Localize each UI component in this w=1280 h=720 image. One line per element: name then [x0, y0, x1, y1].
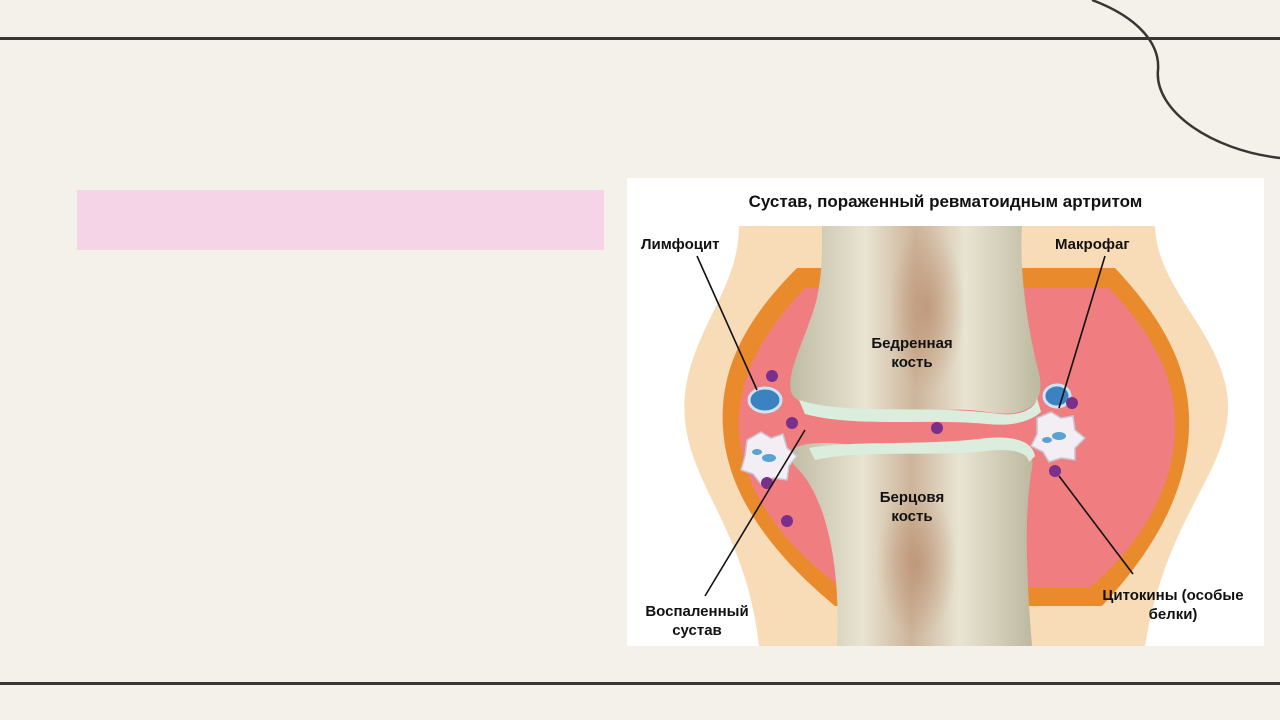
femur-cartilage — [799, 398, 1041, 425]
tibia-marrow — [877, 488, 957, 638]
lymphocyte-cell — [747, 386, 783, 414]
label-tibia: Берцовя кость — [862, 488, 962, 526]
label-femur-line1: Бедренная — [871, 335, 953, 352]
label-cytokines-line2: белки) — [1148, 606, 1198, 623]
decorative-corner-arc — [1091, 0, 1280, 160]
bottom-rule — [0, 682, 1280, 685]
joint-illustration — [684, 223, 1228, 646]
text-placeholder-box[interactable] — [77, 190, 604, 250]
joint-diagram: Сустав, пораженный ревматоидным артритом… — [627, 178, 1264, 646]
label-femur: Бедренная кость — [862, 334, 962, 372]
tibia-cartilage — [809, 437, 1035, 462]
label-cytokines: Цитокины (особые белки) — [1093, 586, 1253, 624]
label-inflamed-joint: Воспаленный сустав — [637, 602, 757, 640]
label-cytokines-line1: Цитокины (особые — [1102, 587, 1244, 604]
label-macrophage: Макрофаг — [1055, 236, 1130, 253]
label-tibia-line2: кость — [891, 508, 933, 525]
femur-marrow — [889, 223, 965, 393]
label-femur-line2: кость — [891, 354, 933, 371]
label-inflamed-line2: сустав — [672, 622, 722, 639]
diagram-title: Сустав, пораженный ревматоидным артритом — [748, 192, 1143, 211]
leader-lines — [696, 255, 1134, 597]
label-tibia-line1: Берцовя — [879, 489, 945, 506]
cytokine-particles — [761, 370, 1078, 527]
top-rule — [0, 37, 1280, 40]
label-inflamed-line1: Воспаленный — [645, 603, 749, 620]
label-lymphocyte: Лимфоцит — [641, 236, 720, 253]
